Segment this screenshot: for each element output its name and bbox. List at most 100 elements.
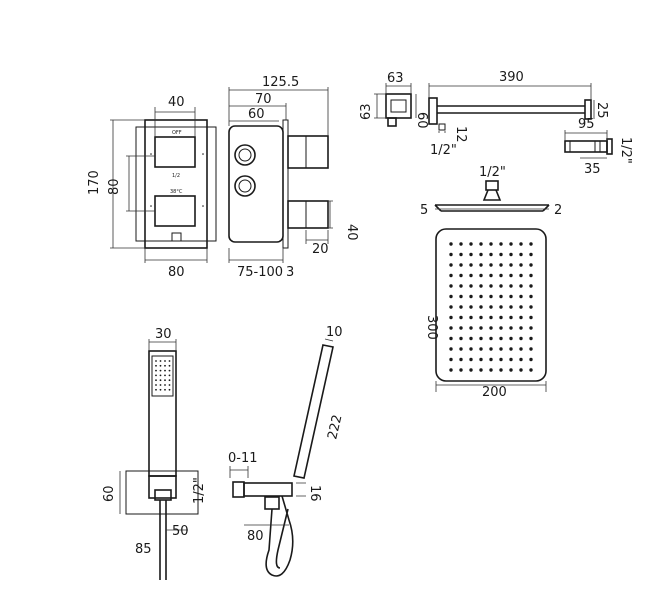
nozzle bbox=[469, 294, 473, 299]
nozzle bbox=[499, 273, 503, 278]
nozzle bbox=[469, 273, 473, 278]
nozzle bbox=[499, 315, 503, 320]
nozzle bbox=[459, 326, 463, 330]
handset-nozzle bbox=[164, 374, 166, 377]
shower-arm: 390 25 12 1/2" bbox=[428, 70, 609, 158]
dim-390: 390 bbox=[499, 70, 524, 85]
dim-70: 70 bbox=[255, 92, 272, 107]
nozzle bbox=[449, 357, 453, 362]
nozzle bbox=[489, 273, 493, 278]
hand-shower-side: 10 222 0-11 1/2" 80 16 bbox=[192, 325, 345, 577]
nozzle bbox=[469, 252, 473, 257]
dim-300: 300 bbox=[424, 315, 439, 340]
nozzle bbox=[529, 242, 533, 246]
nozzle bbox=[519, 284, 523, 288]
nozzle bbox=[499, 252, 503, 257]
nozzle bbox=[449, 242, 453, 246]
dim-5: 5 bbox=[420, 203, 428, 218]
nozzle bbox=[509, 242, 513, 246]
handset-nozzle bbox=[155, 388, 157, 391]
nozzle bbox=[489, 294, 493, 299]
nozzle bbox=[489, 336, 493, 341]
nozzle bbox=[509, 252, 513, 257]
valve-front-view: OFF 1/2 38°C 40 170 80 80 bbox=[87, 95, 217, 280]
nozzle bbox=[499, 368, 503, 372]
nozzle bbox=[479, 315, 483, 320]
nozzle bbox=[519, 336, 523, 341]
nozzle bbox=[449, 347, 453, 351]
nozzle bbox=[509, 273, 513, 278]
dim-85: 85 bbox=[135, 542, 152, 557]
dim-3: 3 bbox=[286, 265, 294, 280]
nozzle bbox=[469, 284, 473, 288]
dim-95: 95 bbox=[578, 117, 595, 132]
nozzle bbox=[529, 284, 533, 288]
hand-shower-front: 30 60 50 85 bbox=[102, 327, 199, 580]
handset-nozzle bbox=[159, 384, 162, 386]
handset-nozzle bbox=[159, 360, 162, 362]
nozzle bbox=[529, 315, 533, 320]
nozzle-grid bbox=[449, 242, 533, 372]
nozzle bbox=[519, 273, 523, 278]
handset-nozzle bbox=[164, 360, 166, 362]
dim-125-5: 125.5 bbox=[262, 75, 299, 90]
nozzle bbox=[529, 294, 533, 299]
nozzle bbox=[479, 368, 483, 372]
handset-nozzle bbox=[155, 360, 157, 362]
handset-nozzle bbox=[168, 360, 171, 362]
dim-63-side: 63 bbox=[359, 103, 374, 120]
dim-30: 30 bbox=[155, 327, 172, 342]
nozzle bbox=[499, 326, 503, 330]
outlet bbox=[171, 232, 182, 242]
handset-nozzle bbox=[155, 384, 157, 386]
nozzle bbox=[479, 263, 483, 267]
nozzle bbox=[499, 305, 503, 309]
holder-arm bbox=[243, 482, 293, 497]
nozzle bbox=[499, 242, 503, 246]
nozzle bbox=[529, 273, 533, 278]
dim-25: 25 bbox=[594, 102, 609, 119]
dim-60-depth: 60 bbox=[414, 112, 429, 129]
nozzle bbox=[479, 347, 483, 351]
dim-10: 10 bbox=[326, 325, 343, 340]
nozzle bbox=[509, 294, 513, 299]
handset-nozzle bbox=[159, 369, 162, 372]
nozzle bbox=[499, 336, 503, 341]
handset-nozzle bbox=[168, 388, 171, 391]
nozzle bbox=[459, 252, 463, 257]
nozzle bbox=[459, 284, 463, 288]
nozzle bbox=[489, 368, 493, 372]
handset-nozzle bbox=[155, 364, 157, 367]
nozzle bbox=[509, 284, 513, 288]
nozzle bbox=[529, 252, 533, 257]
nozzle bbox=[519, 242, 523, 246]
nozzle bbox=[519, 357, 523, 362]
nozzle bbox=[479, 252, 483, 257]
dim-222: 222 bbox=[325, 413, 345, 441]
dim-12: 12 bbox=[453, 126, 468, 143]
nozzle bbox=[529, 357, 533, 362]
dim-80-bottom: 80 bbox=[168, 265, 185, 280]
valve-side-view: 125.5 70 60 40 20 75-100 3 bbox=[228, 75, 359, 280]
nozzle bbox=[469, 368, 473, 372]
shower-head-side: 1/2" 5 2 bbox=[420, 165, 562, 218]
nozzle bbox=[449, 273, 453, 278]
handset-nozzle bbox=[159, 379, 162, 382]
nozzle bbox=[519, 294, 523, 299]
nozzle bbox=[519, 263, 523, 267]
wall-bracket-outline bbox=[125, 470, 199, 515]
handset-nozzle bbox=[168, 384, 171, 386]
handset-nozzle bbox=[155, 374, 157, 377]
nozzle bbox=[459, 294, 463, 299]
nozzle bbox=[499, 263, 503, 267]
dim-80-depth: 80 bbox=[247, 529, 264, 544]
nozzle bbox=[449, 284, 453, 288]
nozzle bbox=[519, 368, 523, 372]
handset-nozzle bbox=[164, 369, 166, 372]
dim-80: 80 bbox=[107, 178, 122, 195]
handset-body bbox=[293, 344, 334, 479]
nozzle bbox=[489, 252, 493, 257]
nozzle bbox=[449, 336, 453, 341]
nozzle bbox=[479, 294, 483, 299]
nozzle bbox=[489, 315, 493, 320]
